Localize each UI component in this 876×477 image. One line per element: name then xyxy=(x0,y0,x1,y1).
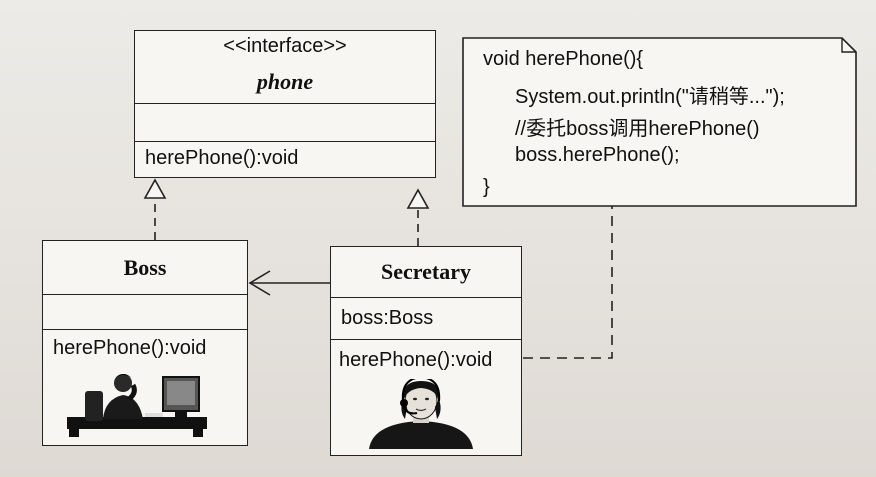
note-box[interactable]: void herePhone(){ System.out.println("请稍… xyxy=(463,38,856,206)
secretary-realization-arrowhead xyxy=(406,188,430,209)
boss-realization-arrowhead xyxy=(143,178,167,199)
association-arrowhead xyxy=(248,270,271,296)
secretary-class-name: Secretary xyxy=(381,259,471,284)
note-line-1: void herePhone(){ xyxy=(483,48,644,70)
note-outline xyxy=(462,37,857,207)
interface-name: phone xyxy=(256,69,314,94)
interface-method: herePhone():void xyxy=(145,147,299,169)
boss-class[interactable]: Boss herePhone():void xyxy=(42,240,248,446)
note-anchor-line xyxy=(523,206,613,359)
note-line-5: } xyxy=(483,176,490,198)
note-line-4: boss.herePhone(); xyxy=(515,144,680,166)
boss-class-name: Boss xyxy=(123,255,167,280)
person-with-headset-icon xyxy=(369,379,473,449)
secretary-method: herePhone():void xyxy=(339,349,493,371)
boss-method: herePhone():void xyxy=(53,337,207,359)
interface-stereotype: <<interface>> xyxy=(223,35,347,57)
note-line-3: //委托boss调用herePhone() xyxy=(515,118,760,140)
note-line-2: System.out.println("请稍等..."); xyxy=(515,86,785,108)
secretary-class[interactable]: Secretary boss:Boss herePhone():void xyxy=(330,246,522,456)
interface-phone-class[interactable]: <<interface>> phone herePhone():void xyxy=(134,30,436,178)
secretary-attribute: boss:Boss xyxy=(341,307,434,329)
person-at-desk-icon xyxy=(67,374,207,437)
